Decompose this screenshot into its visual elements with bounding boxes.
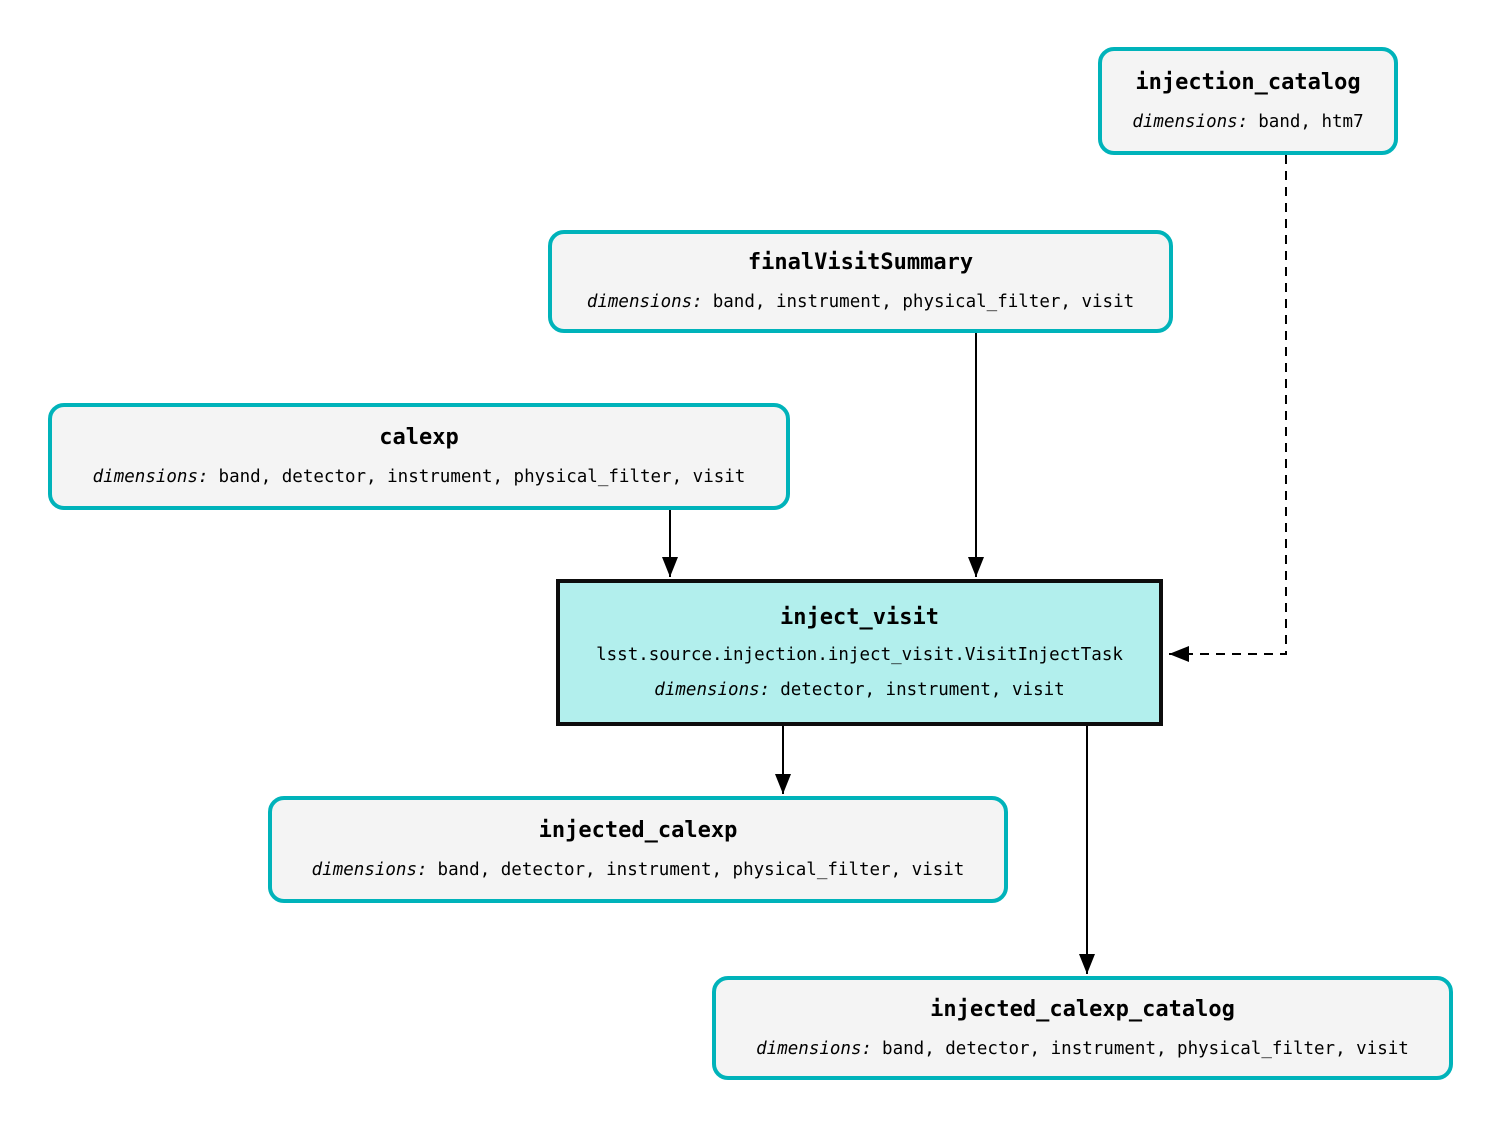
dimensions-label: dimensions: bbox=[311, 860, 428, 880]
dimensions-value: band, htm7 bbox=[1258, 111, 1364, 132]
node-title: finalVisitSummary bbox=[747, 250, 974, 275]
node-dimensions: dimensions: band, detector, instrument, p… bbox=[93, 467, 746, 488]
dimensions-value: band, detector, instrument, physical_fil… bbox=[882, 1038, 1409, 1059]
node-finalvisitsummary: finalVisitSummary dimensions: band, instr… bbox=[548, 230, 1173, 333]
node-dimensions: dimensions: band, instrument, physical_fi… bbox=[587, 292, 1134, 313]
node-title: injected_calexp bbox=[538, 818, 738, 843]
node-title: injection_catalog bbox=[1135, 69, 1361, 95]
node-title: inject_visit bbox=[780, 604, 939, 630]
dimensions-label: dimensions: bbox=[92, 467, 209, 487]
dimensions-label: dimensions: bbox=[1132, 111, 1249, 132]
node-injected-calexp-catalog: injected_calexp_catalog dimensions: band,… bbox=[712, 976, 1453, 1080]
node-calexp: calexp dimensions: band, detector, instru… bbox=[48, 403, 790, 510]
dimensions-value: detector, instrument, visit bbox=[780, 679, 1065, 700]
dimensions-label: dimensions: bbox=[654, 679, 771, 700]
dimensions-label: dimensions: bbox=[586, 292, 703, 312]
node-dimensions: dimensions: band, detector, instrument, p… bbox=[756, 1039, 1409, 1060]
node-injected-calexp: injected_calexp dimensions: band, detecto… bbox=[268, 796, 1008, 903]
node-title: calexp bbox=[379, 425, 459, 450]
task-class: lsst.source.injection.inject_visit.Visit… bbox=[596, 644, 1123, 665]
edge-injection-catalog-to-inject-visit bbox=[1169, 155, 1287, 662]
node-dimensions: dimensions: band, detector, instrument, p… bbox=[312, 860, 965, 881]
dimensions-label: dimensions: bbox=[756, 1038, 873, 1059]
dimensions-value: band, instrument, physical_filter, visit bbox=[712, 292, 1135, 312]
node-title: injected_calexp_catalog bbox=[930, 996, 1235, 1022]
node-injection-catalog: injection_catalog dimensions: band, htm7 bbox=[1098, 47, 1398, 155]
node-inject-visit: inject_visit lsst.source.injection.injec… bbox=[556, 579, 1163, 726]
dimensions-value: band, detector, instrument, physical_fil… bbox=[437, 860, 965, 880]
dimensions-value: band, detector, instrument, physical_fil… bbox=[218, 467, 746, 487]
node-dimensions: dimensions: band, htm7 bbox=[1132, 112, 1363, 133]
node-dimensions: dimensions: detector, instrument, visit bbox=[654, 680, 1064, 701]
